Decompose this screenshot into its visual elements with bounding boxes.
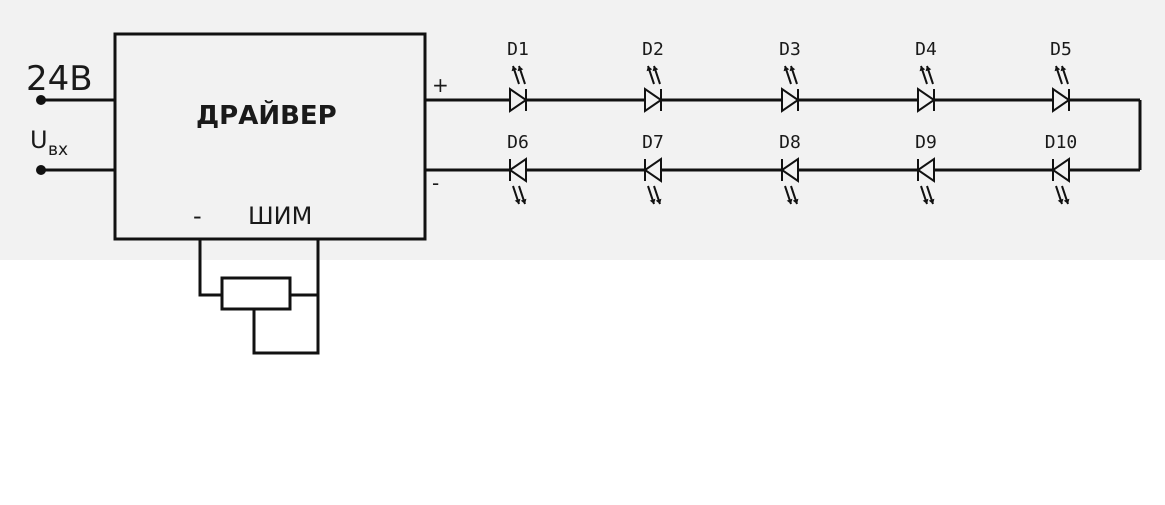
led-light-arrow-1-head <box>514 198 521 204</box>
led-d3: D3 <box>779 39 801 113</box>
led-light-arrow-2-head <box>789 66 796 72</box>
driver-title: ДРАЙВЕР <box>196 99 337 131</box>
led-light-arrow-2-head <box>520 198 527 204</box>
led-label: D3 <box>779 39 801 60</box>
led-label: D4 <box>915 39 937 60</box>
led-light-arrow-2-head <box>652 66 659 72</box>
pwm-potentiometer <box>198 239 320 355</box>
led-triangle <box>644 87 663 113</box>
input-voltage-label: 24В <box>26 59 93 99</box>
led-d4: D4 <box>915 39 937 113</box>
driver-box <box>113 32 427 241</box>
driver-output-minus: - <box>432 171 439 195</box>
led-triangle <box>509 87 528 113</box>
led-label: D7 <box>642 132 664 153</box>
led-d5: D5 <box>1050 39 1072 113</box>
led-light-arrow-1-head <box>511 66 518 72</box>
led-triangle <box>643 157 662 183</box>
pot-wire-left <box>198 239 222 297</box>
led-label: D1 <box>507 39 529 60</box>
potentiometer-body <box>220 276 292 311</box>
input-u-subscript: вх <box>48 140 68 160</box>
led-label: D9 <box>915 132 937 153</box>
led-light-arrow-1-head <box>786 198 793 204</box>
led-triangle <box>1052 87 1071 113</box>
led-light-arrow-1-head <box>649 198 656 204</box>
led-label: D6 <box>507 132 529 153</box>
led-d9: D9 <box>915 132 937 205</box>
led-triangle <box>917 87 936 113</box>
led-row-top: D1 D2 D3 D4 D5 <box>507 39 1072 113</box>
led-d2: D2 <box>642 39 664 113</box>
led-light-arrow-1-head <box>919 66 926 72</box>
led-label: D5 <box>1050 39 1072 60</box>
driver-pwm-label: ШИМ <box>248 202 312 230</box>
led-triangle <box>508 157 527 183</box>
led-light-arrow-2-head <box>928 198 935 204</box>
led-light-arrow-1-head <box>1054 66 1061 72</box>
led-d10: D10 <box>1045 132 1078 205</box>
led-triangle <box>916 157 935 183</box>
led-light-arrow-2-head <box>655 198 662 204</box>
led-light-arrow-2-head <box>1060 66 1067 72</box>
led-triangle <box>781 87 800 113</box>
led-light-arrow-1-head <box>1057 198 1064 204</box>
led-d7: D7 <box>642 132 664 205</box>
led-light-arrow-1-head <box>646 66 653 72</box>
input-terminals: 24В U вх <box>26 59 115 175</box>
driver-block: ДРАЙВЕР - ШИМ + - <box>113 32 449 241</box>
led-label: D10 <box>1045 132 1078 153</box>
led-row-bottom: D6 D7 D8 D9 D10 <box>507 132 1078 205</box>
input-u-symbol: U <box>30 126 48 154</box>
led-triangle <box>780 157 799 183</box>
led-triangle <box>1051 157 1070 183</box>
led-light-arrow-2-head <box>792 198 799 204</box>
led-light-arrow-1-head <box>922 198 929 204</box>
led-d1: D1 <box>507 39 529 113</box>
led-light-arrow-1-head <box>783 66 790 72</box>
pot-wiper-wire <box>252 239 320 355</box>
driver-output-plus: + <box>432 73 449 97</box>
led-label: D2 <box>642 39 664 60</box>
led-light-arrow-2-head <box>517 66 524 72</box>
driver-ctrl-minus: - <box>193 202 202 230</box>
led-d8: D8 <box>779 132 801 205</box>
led-label: D8 <box>779 132 801 153</box>
led-light-arrow-2-head <box>1063 198 1070 204</box>
led-d6: D6 <box>507 132 529 205</box>
led-light-arrow-2-head <box>925 66 932 72</box>
